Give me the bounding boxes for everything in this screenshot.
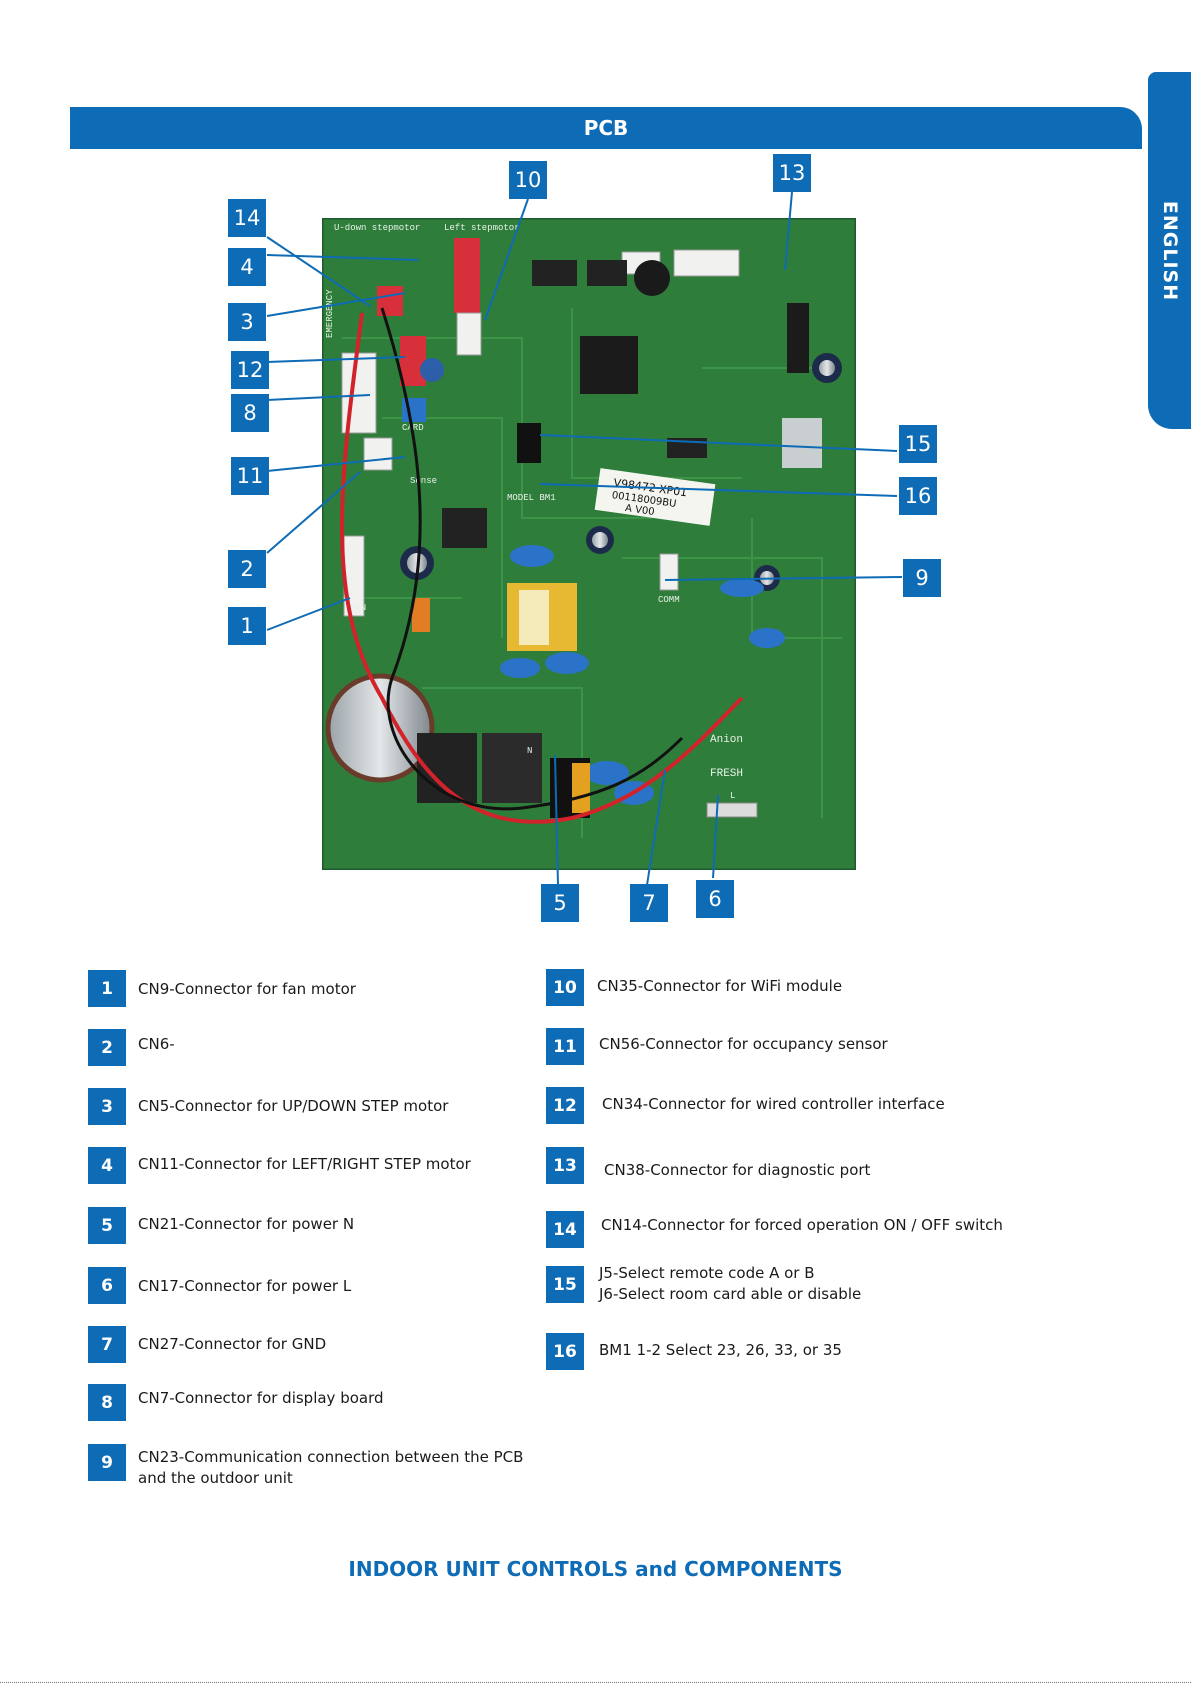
sticker-line-3: A V00 [624, 503, 655, 518]
legend-num: 5 [88, 1207, 126, 1244]
legend-text: J5-Select remote code A or B J6-Select r… [599, 1264, 862, 1303]
callout-6: 6 [696, 880, 734, 918]
callout-9: 9 [903, 559, 941, 597]
legend-num: 11 [546, 1028, 584, 1065]
legend-text: CN21-Connector for power N [138, 1215, 355, 1233]
callout-10: 10 [509, 161, 547, 199]
cn23-connector [659, 553, 679, 591]
cn5-connector [377, 286, 403, 316]
callout-11: 11 [231, 457, 269, 495]
legend-num: 3 [88, 1088, 126, 1125]
legend-text: CN7-Connector for display board [138, 1389, 384, 1407]
banner-title: PCB [583, 116, 629, 140]
legend-text: CN14-Connector for forced operation ON /… [601, 1216, 1003, 1234]
black-wire [380, 307, 684, 811]
callout-3: 3 [228, 303, 266, 341]
legend-text: CN23-Communication connection between th… [138, 1448, 524, 1487]
silk-emergency: EMERGENCY [325, 289, 335, 338]
silk-left: Left stepmotor [444, 223, 520, 233]
callout-4: 4 [228, 248, 266, 286]
legend-num: 1 [88, 970, 126, 1007]
callout-1: 1 [228, 607, 266, 645]
legend-num: 12 [546, 1087, 584, 1124]
legend-text: CN5-Connector for UP/DOWN STEP motor [138, 1097, 449, 1115]
silk-sense: Sense [410, 476, 437, 486]
page-dotted-rule [0, 1682, 1191, 1683]
silk-fresh: FRESH [710, 768, 743, 780]
language-tab[interactable]: ENGLISH [1148, 72, 1191, 429]
callout-16: 16 [899, 477, 937, 515]
cn56-connector [363, 437, 393, 471]
pcb-photo: V98472 XP01 00118009BU A V00 U-down step… [322, 218, 856, 870]
cn35-connector [456, 312, 482, 356]
serial-sticker [594, 468, 716, 526]
legend-text: CN35-Connector for WiFi module [597, 977, 843, 995]
legend-num: 8 [88, 1384, 126, 1421]
legend-num: 6 [88, 1267, 126, 1304]
legend-text: BM1 1-2 Select 23, 26, 33, or 35 [599, 1341, 842, 1359]
silk-model: MODEL BM1 [507, 493, 556, 503]
silk-n: N [527, 746, 532, 756]
silk-l: L [730, 791, 735, 801]
callout-8: 8 [231, 394, 269, 432]
callout-14: 14 [228, 199, 266, 237]
legend-text: CN27-Connector for GND [138, 1335, 327, 1353]
buzzer [634, 260, 670, 296]
legend-num: 4 [88, 1147, 126, 1184]
silk-anion: Anion [710, 734, 743, 746]
callout-5: 5 [541, 884, 579, 922]
silk-fan: FAN [350, 603, 366, 613]
legend-num: 13 [546, 1147, 584, 1184]
legend-num: 10 [546, 969, 584, 1006]
legend-text: CN38-Connector for diagnostic port [604, 1161, 871, 1179]
bulk-capacitor [328, 676, 432, 780]
cn38-connector [673, 249, 740, 277]
callout-7: 7 [630, 884, 668, 922]
section-banner: PCB [70, 107, 1142, 149]
legend-text: CN6- [138, 1035, 175, 1053]
cn11-connector [454, 238, 480, 313]
legend-num: 14 [546, 1211, 584, 1248]
legend-num: 7 [88, 1326, 126, 1363]
legend-num: 2 [88, 1029, 126, 1066]
legend-num: 15 [546, 1266, 584, 1303]
silk-comm: COMM [658, 595, 680, 605]
callout-13: 13 [773, 154, 811, 192]
legend-num: 16 [546, 1333, 584, 1370]
callout-15: 15 [899, 425, 937, 463]
legend-text: CN17-Connector for power L [138, 1277, 352, 1295]
callout-12: 12 [231, 351, 269, 389]
language-tab-label: ENGLISH [1158, 200, 1181, 301]
silk-updown: U-down stepmotor [334, 223, 420, 233]
footer-title: INDOOR UNIT CONTROLS and COMPONENTS [348, 1557, 843, 1581]
mcu-chip [580, 336, 638, 394]
cn34-connector [400, 336, 426, 386]
legend-text: CN11-Connector for LEFT/RIGHT STEP motor [138, 1155, 471, 1173]
legend-text: CN34-Connector for wired controller inte… [602, 1095, 945, 1113]
legend-num: 9 [88, 1444, 126, 1481]
legend-text: CN9-Connector for fan motor [138, 980, 356, 998]
callout-2: 2 [228, 550, 266, 588]
legend-text: CN56-Connector for occupancy sensor [599, 1035, 888, 1053]
